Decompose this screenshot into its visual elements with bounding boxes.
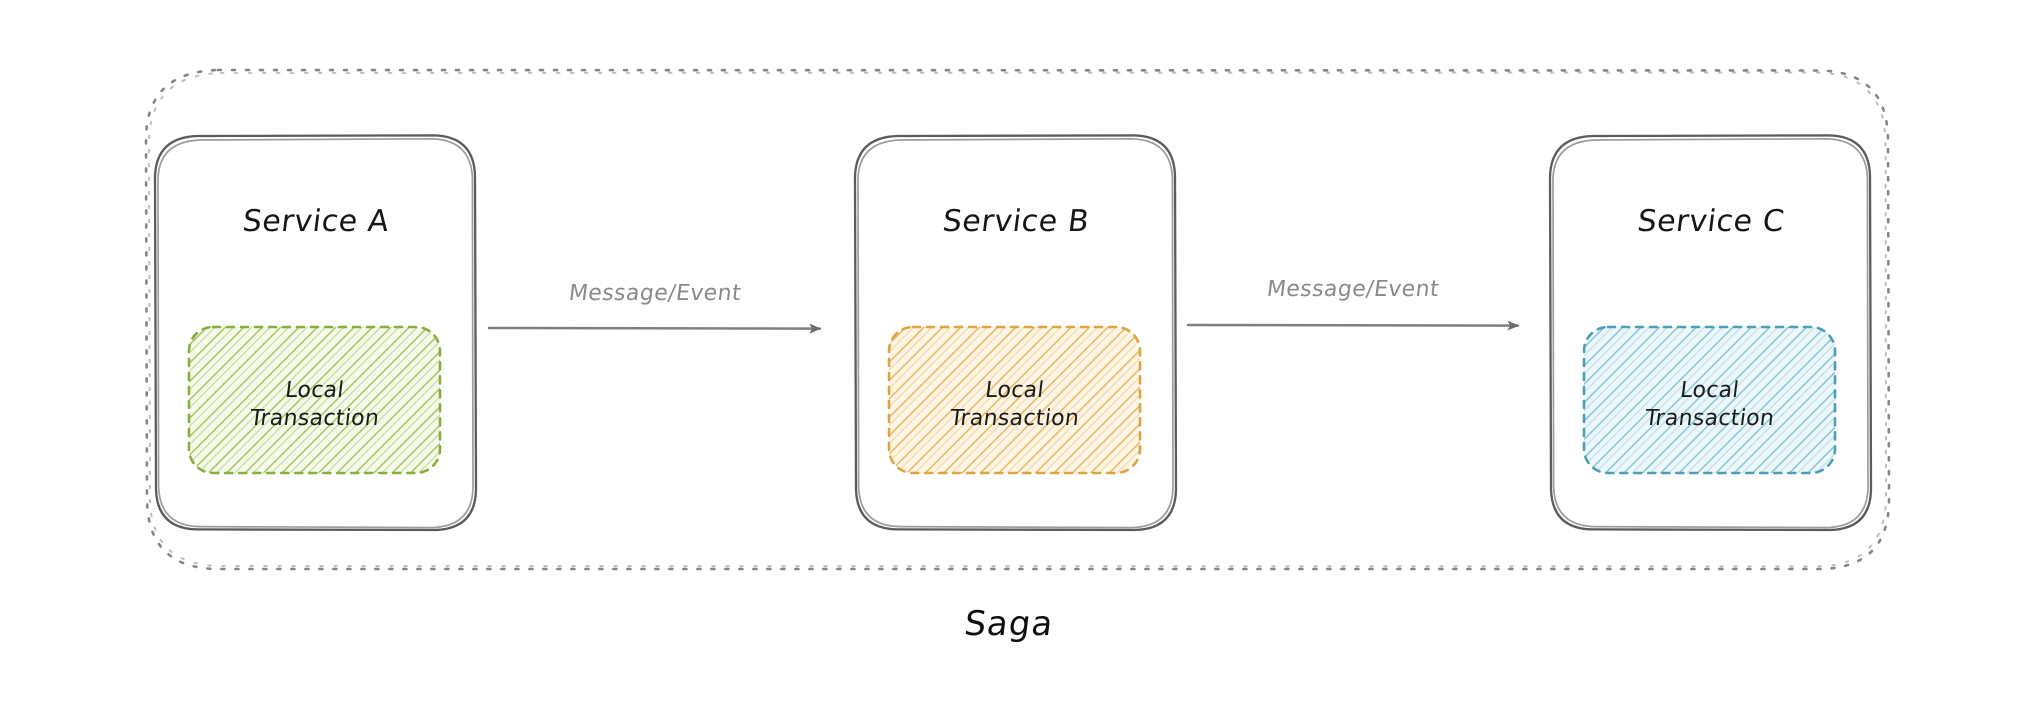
- edge-b-c-arrow: [1186, 320, 1520, 331]
- connector-b-c[interactable]: [1188, 309, 1528, 341]
- saga-container-border: [144, 68, 1891, 571]
- edge-label-b-c: Message/Event: [1265, 277, 1441, 302]
- local-transaction-box-b[interactable]: [889, 327, 1140, 473]
- edge-label-a-b: Message/Event: [567, 281, 743, 306]
- local-transaction-box-c-shape: [1582, 325, 1837, 475]
- connector-a-b[interactable]: [489, 312, 829, 344]
- saga-caption: Saga: [962, 604, 1056, 644]
- local-transaction-box-c[interactable]: [1584, 327, 1835, 473]
- local-transaction-box-a-shape: [187, 325, 442, 475]
- local-transaction-box-a[interactable]: [189, 327, 440, 473]
- edge-a-b-arrow: [487, 323, 822, 334]
- local-transaction-box-b-shape: [887, 325, 1142, 475]
